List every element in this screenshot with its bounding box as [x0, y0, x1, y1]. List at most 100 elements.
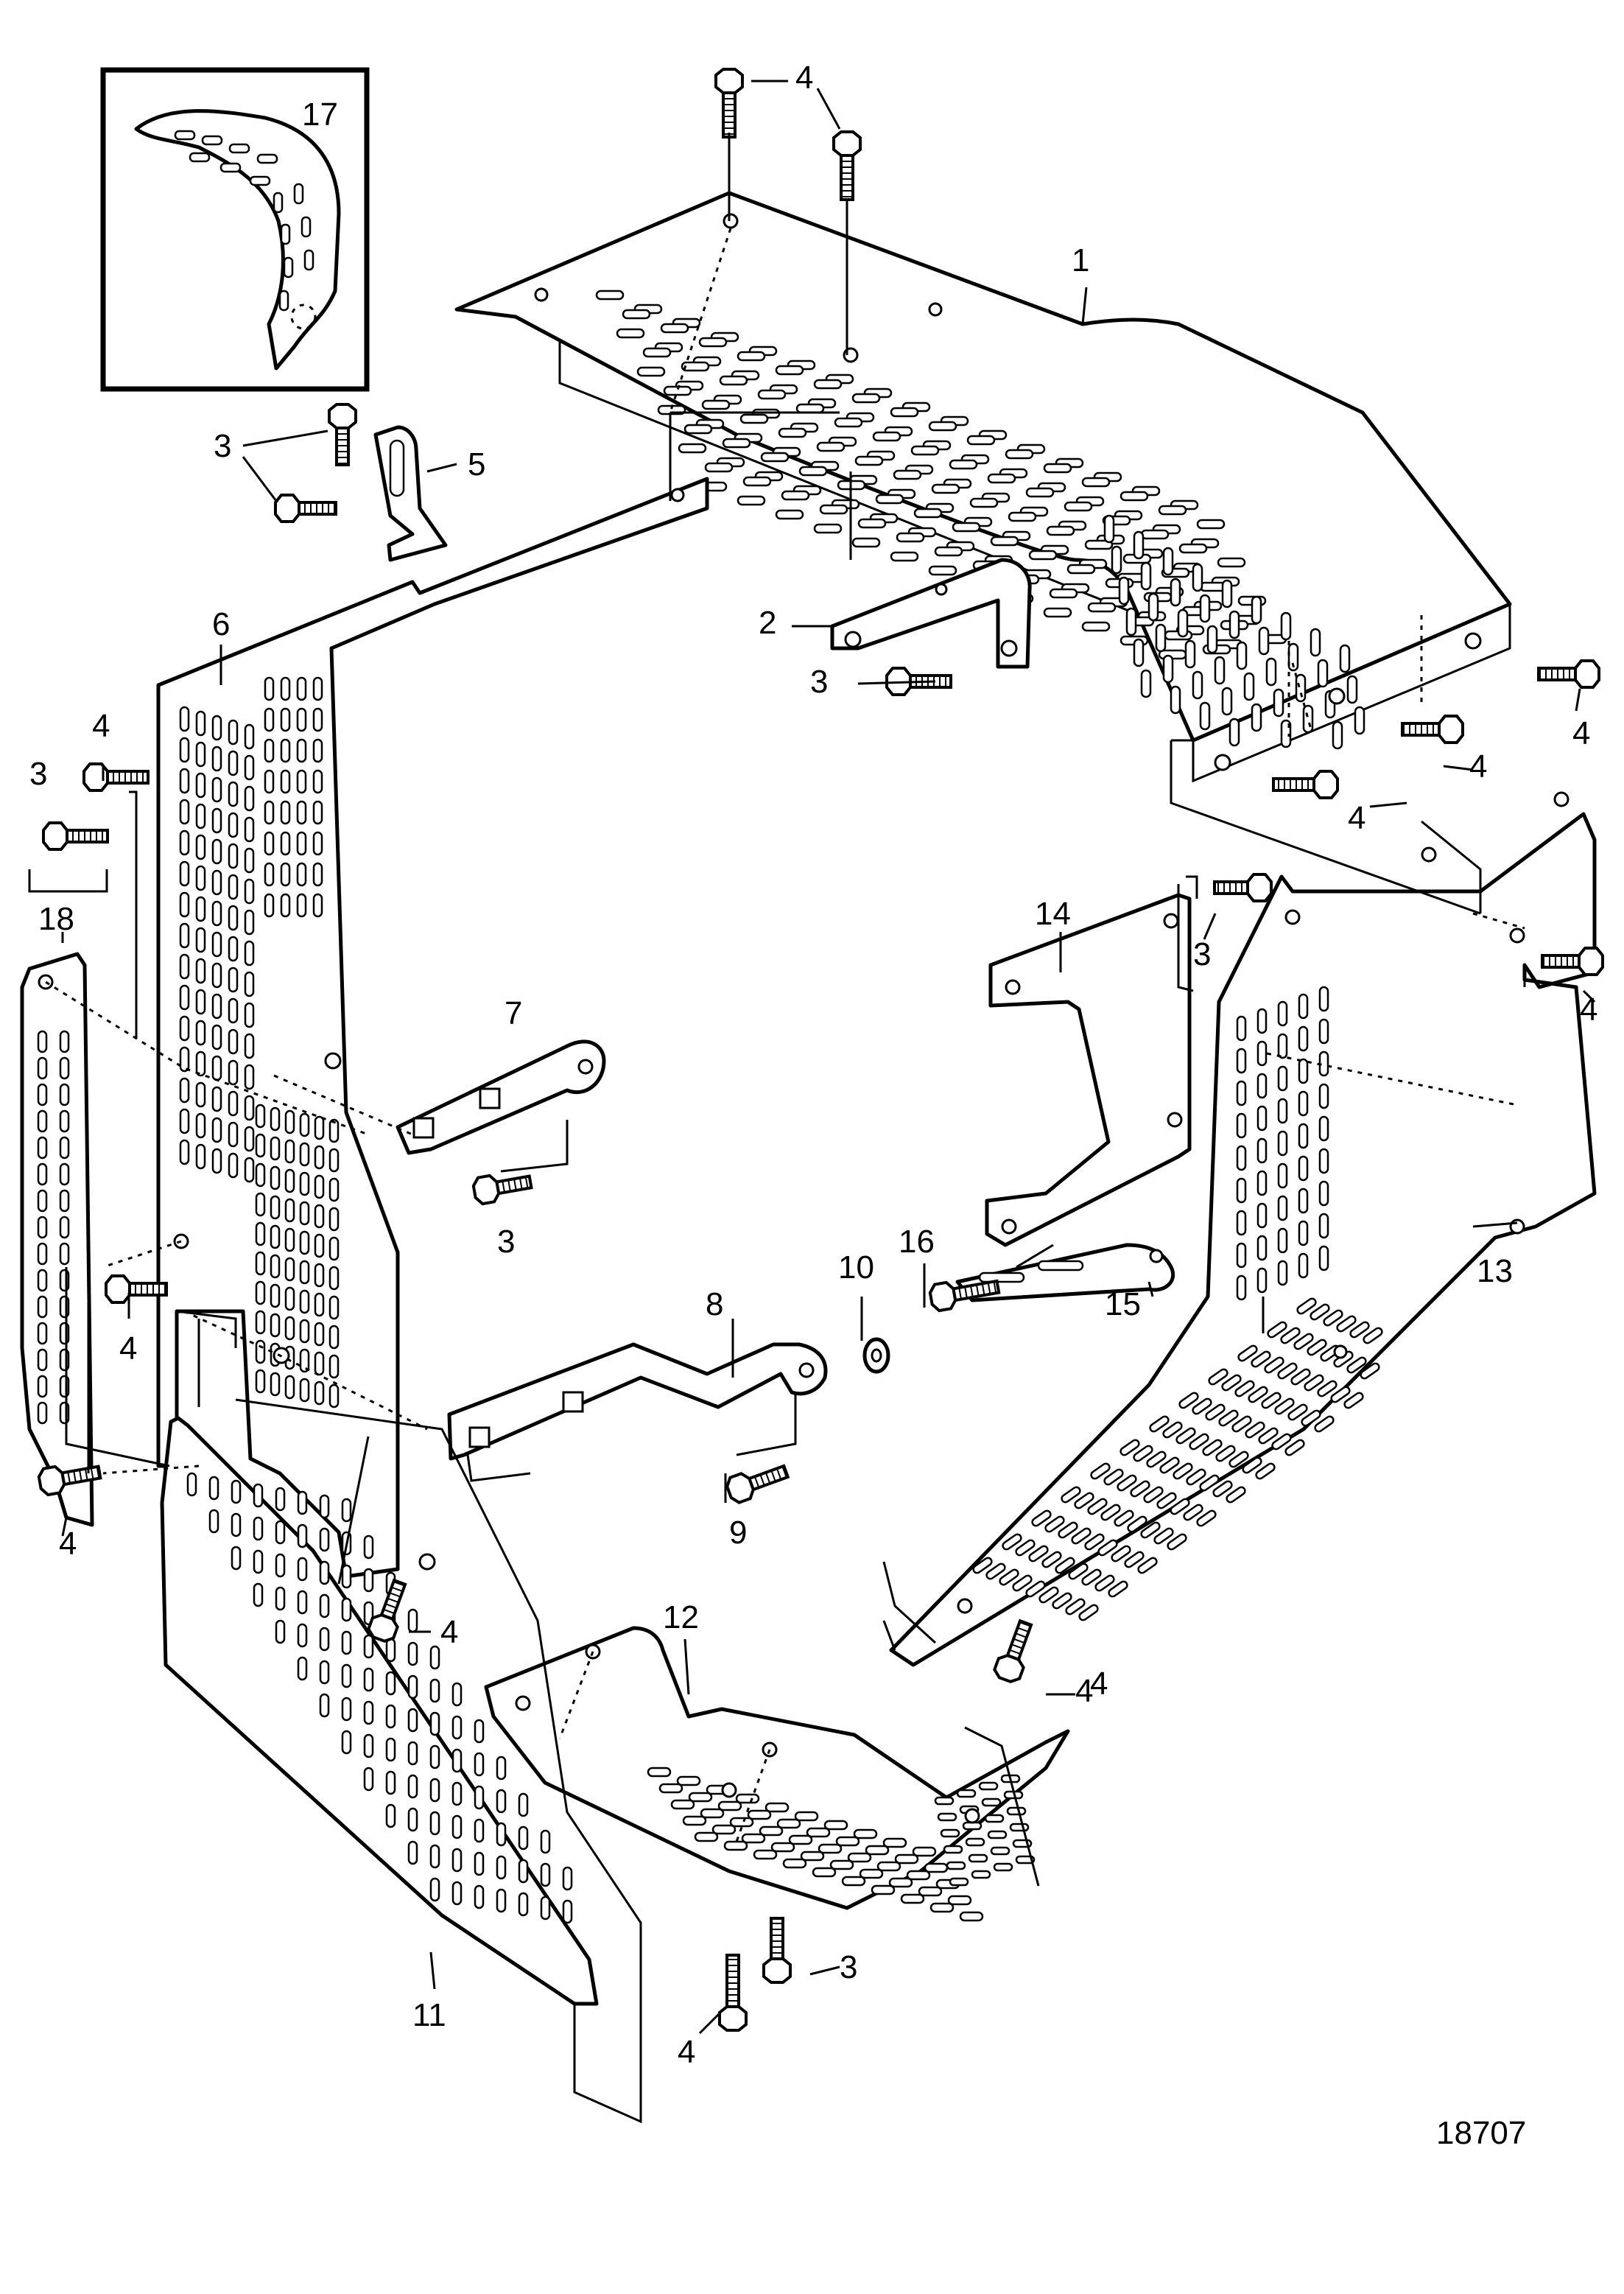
- perforation-slot: [1307, 1339, 1327, 1356]
- perforation-slot: [1170, 578, 1181, 607]
- perforation-slot: [59, 1189, 70, 1213]
- perforation-slot: [363, 1700, 374, 1725]
- perforation-slot: [312, 893, 323, 918]
- perforation-slot: [299, 1260, 310, 1285]
- callout-label: 3: [214, 428, 231, 464]
- perforation-slot: [1256, 1040, 1268, 1067]
- perforation-slot: [37, 1056, 48, 1080]
- perforation-slot: [244, 754, 255, 781]
- perforation-slot: [1298, 1090, 1309, 1117]
- perforation-slot: [719, 375, 748, 386]
- perforation-slot: [1087, 1498, 1108, 1515]
- bolt: [367, 1578, 407, 1643]
- perforation-slot: [1228, 1451, 1249, 1468]
- perforation-slot: [195, 1020, 206, 1046]
- perforation-slot: [700, 1808, 725, 1819]
- perforation-slot: [984, 1814, 1005, 1823]
- perforation-slot: [297, 1523, 308, 1548]
- perforation-slot: [195, 741, 206, 768]
- perforation-slot: [328, 1236, 340, 1261]
- perforation-slot: [1236, 1048, 1247, 1074]
- perforation-slot: [1218, 1409, 1239, 1427]
- callout-label: 5: [468, 446, 485, 483]
- perforation-slot: [1236, 1112, 1247, 1139]
- perforation-slot: [37, 1242, 48, 1266]
- perforation-slot: [284, 1316, 295, 1341]
- bolt: [993, 1618, 1033, 1683]
- perforation-slot: [1323, 1309, 1343, 1327]
- perforation-slot: [244, 1064, 255, 1090]
- perforation-slot: [363, 1634, 374, 1659]
- perforation-slot: [910, 445, 940, 456]
- perforation-slot: [429, 1711, 440, 1736]
- bracket-part-7: [396, 1039, 606, 1155]
- perforation-slot: [1005, 449, 1034, 460]
- perforation-slot: [474, 1884, 485, 1909]
- perforation-slot: [518, 1825, 529, 1851]
- perforation-slot: [37, 1162, 48, 1186]
- perforation-slot: [1231, 1415, 1252, 1433]
- bolt: [832, 130, 862, 201]
- perforation-slot: [739, 413, 769, 424]
- perforation-slot: [1236, 1015, 1247, 1042]
- perforation-slot: [280, 831, 291, 856]
- perforation-slot: [1002, 1533, 1022, 1551]
- perforation-slot: [1100, 1504, 1121, 1521]
- perforation-slot: [764, 1802, 790, 1813]
- perforation-slot: [228, 750, 239, 776]
- perforation-slot: [969, 497, 999, 508]
- perforation-slot: [299, 1348, 310, 1373]
- bracket-part-8: [447, 1342, 828, 1461]
- perforation-slot: [999, 1568, 1019, 1586]
- perforation-slot: [698, 337, 728, 348]
- perforation-slot: [1228, 718, 1240, 747]
- perforation-slot: [228, 812, 239, 838]
- perforation-slot: [208, 1509, 219, 1534]
- perforation-slot: [562, 1899, 573, 1924]
- perforation-slot: [429, 1678, 440, 1703]
- perforation-slot: [1274, 1397, 1295, 1415]
- perforation-slot: [1221, 687, 1233, 716]
- perforation-slot: [314, 1381, 325, 1406]
- perforation-slot: [59, 1056, 70, 1080]
- perforation-slot: [312, 862, 323, 887]
- perforation-slot: [1071, 1527, 1092, 1545]
- callout-label: 6: [212, 606, 230, 642]
- perforation-slot: [407, 1774, 418, 1799]
- perforation-slot: [1287, 642, 1299, 672]
- perforation-slot: [853, 1828, 878, 1839]
- perforation-slot: [1256, 1008, 1268, 1034]
- perforation-slot: [319, 1560, 330, 1585]
- perforation-slot: [407, 1608, 418, 1633]
- perforation-slot: [1118, 576, 1130, 606]
- perforation-slot: [912, 1846, 937, 1857]
- perforation-slot: [813, 379, 843, 390]
- inset-part-17: [100, 67, 370, 392]
- perforation-slot: [1236, 1177, 1247, 1204]
- perforation-slot: [275, 1619, 286, 1644]
- perforation-slot: [647, 1767, 672, 1778]
- perforation-slot: [59, 1083, 70, 1106]
- perforation-slot: [179, 1015, 190, 1042]
- perforation-slot: [1038, 1586, 1059, 1604]
- perforation-slot: [723, 1840, 748, 1851]
- perforation-slot: [1081, 621, 1111, 632]
- perforation-slot: [296, 738, 307, 763]
- perforation-slot: [228, 1152, 239, 1179]
- perforation-slot: [518, 1859, 529, 1884]
- perforation-slot: [1343, 1392, 1364, 1409]
- perforation-slot: [1015, 1855, 1036, 1865]
- perforation-slot: [1119, 1439, 1140, 1456]
- perforation-slot: [255, 1310, 266, 1335]
- perforation-slot: [1055, 1557, 1075, 1574]
- perforation-slot: [965, 1837, 985, 1847]
- perforation-slot: [928, 421, 957, 432]
- perforation-slot: [1064, 501, 1093, 512]
- perforation-slot: [1318, 1213, 1329, 1239]
- perforation-slot: [1346, 1356, 1367, 1374]
- perforation-slot: [1156, 1492, 1177, 1509]
- perforation-slot: [1140, 669, 1152, 698]
- perforation-slot: [1302, 704, 1314, 734]
- perforation-slot: [363, 1568, 374, 1593]
- perforation-slot: [264, 738, 275, 763]
